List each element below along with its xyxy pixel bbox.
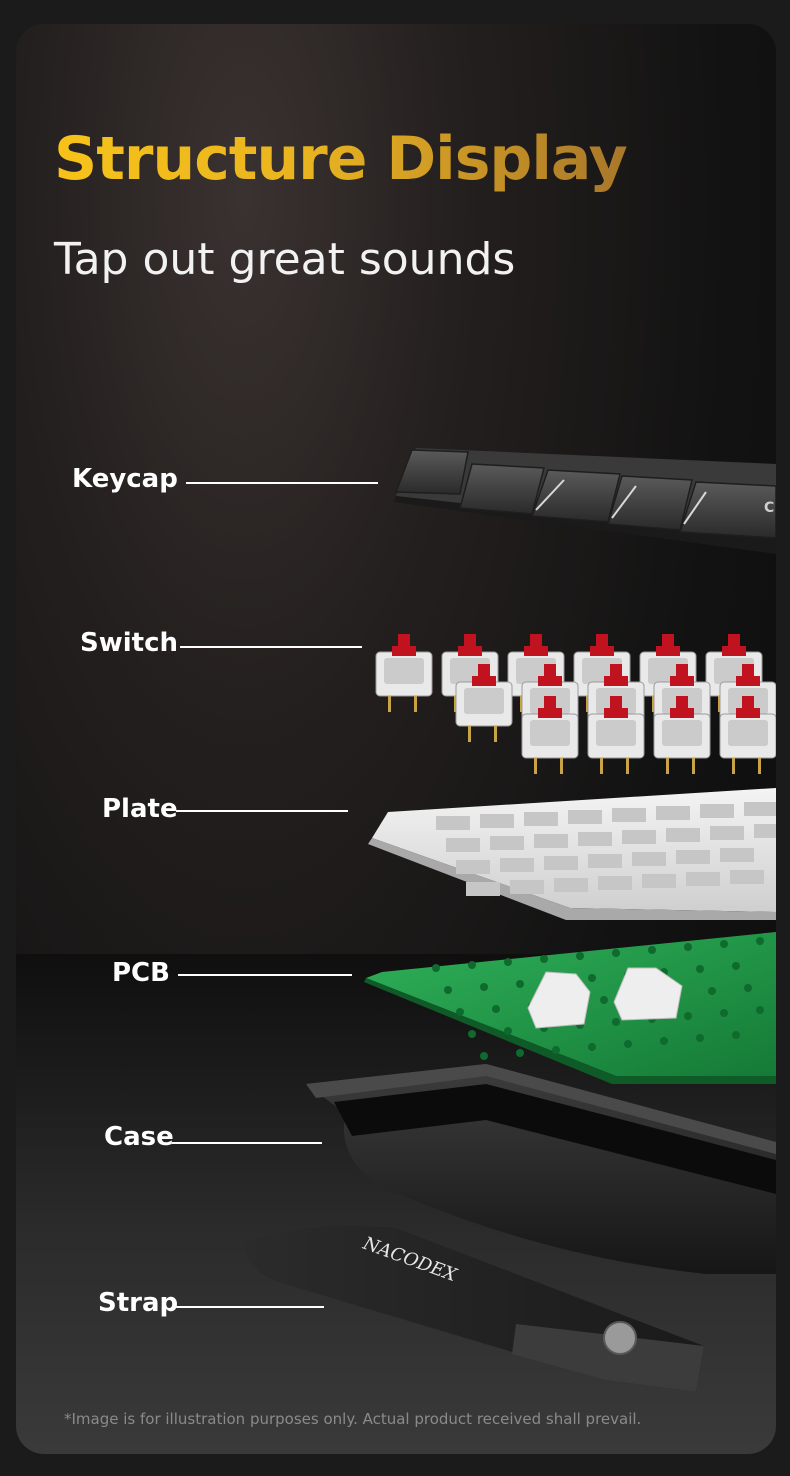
leader-line-plate [176,810,348,812]
pcb-layer [364,932,776,1084]
pcb-hole [744,984,752,992]
layer-label-switch: Switch [80,628,179,658]
layer-label-case: Case [104,1122,174,1152]
pcb-hole [696,1034,704,1042]
plate-cutout [436,816,470,830]
pcb-hole [516,980,524,988]
plate-cutout [754,824,776,838]
plate-cutout [676,850,710,864]
leader-line-keycap [186,482,378,484]
pcb-hole [696,965,704,973]
pcb-hole [732,962,740,970]
switch [719,696,776,774]
plate-cutout [632,852,666,866]
plate-cutout [656,806,690,820]
plate-layer [368,788,776,920]
plate-cutout [598,876,632,890]
plate-cutout [510,880,544,894]
pcb-hole [708,987,716,995]
layer-label-plate: Plate [102,794,178,824]
plate-cutout [568,810,602,824]
plate-cutout [456,860,490,874]
plate-cutout [642,874,676,888]
plate-cutout [446,838,480,852]
plate-cutout [554,878,588,892]
pcb-hole [504,958,512,966]
pcb-hole [720,940,728,948]
pcb-hole [480,983,488,991]
disclaimer-note: *Image is for illustration purposes only… [64,1410,642,1428]
leader-line-pcb [178,974,352,976]
pcb-hole [468,1030,476,1038]
pcb-hole [684,943,692,951]
keycap-layer: C [394,448,776,554]
case-layer [306,1064,776,1274]
pcb-hole [612,1018,620,1026]
pcb-hole [540,955,548,963]
plate-cutout [578,832,612,846]
pcb-hole [456,1008,464,1016]
layer-label-strap: Strap [98,1288,179,1318]
pcb-hole [504,1027,512,1035]
pcb-hole [732,1031,740,1039]
product-structure-card: Structure Display Tap out great sounds [16,24,776,1454]
plate-cutout [500,858,534,872]
plate-cutout [480,814,514,828]
plate-cutout [710,826,744,840]
pcb-hole [612,949,620,957]
switch [653,696,711,774]
pcb-hole [756,937,764,945]
switch [455,664,513,742]
page-title: Structure Display [54,124,628,194]
plate-cutout [534,834,568,848]
plate-cutout [622,830,656,844]
pcb-hole [432,964,440,972]
plate-cutout [490,836,524,850]
pcb-hole [624,1040,632,1048]
pcb-hole [480,1052,488,1060]
pcb-hole [684,1012,692,1020]
plate-cutout [700,804,734,818]
plate-cutout [744,802,776,816]
plate-cutout [730,870,764,884]
switch [375,634,433,712]
pcb-hole [576,952,584,960]
keycap-legend: C [764,500,774,516]
plate-cutout [612,808,646,822]
pcb-hole [516,1049,524,1057]
pcb-hole [468,961,476,969]
pcb-hole [648,946,656,954]
pcb-hole [492,1005,500,1013]
plate-cutout [666,828,700,842]
plate-cutout [720,848,754,862]
pcb-hole [552,1046,560,1054]
stabilizer [527,967,683,1029]
switch-layer [375,634,776,774]
plate-cutout [466,882,500,896]
plate-cutout [544,856,578,870]
pcb-hole [588,974,596,982]
switch [587,696,645,774]
leader-line-strap [176,1306,324,1308]
pcb-hole [444,986,452,994]
leader-line-switch [180,646,362,648]
plate-cutout [588,854,622,868]
leader-line-case [172,1142,322,1144]
pcb-hole [660,1037,668,1045]
page-subtitle: Tap out great sounds [54,234,516,285]
switch [521,696,579,774]
pcb-hole [756,1006,764,1014]
layer-label-pcb: PCB [112,958,170,988]
plate-cutout [686,872,720,886]
plate-cutout [524,812,558,826]
pcb-hole [588,1043,596,1051]
pcb-hole [720,1009,728,1017]
exploded-keyboard-illustration: C N [245,448,776,1392]
layer-label-keycap: Keycap [72,464,178,494]
pcb-hole [600,996,608,1004]
